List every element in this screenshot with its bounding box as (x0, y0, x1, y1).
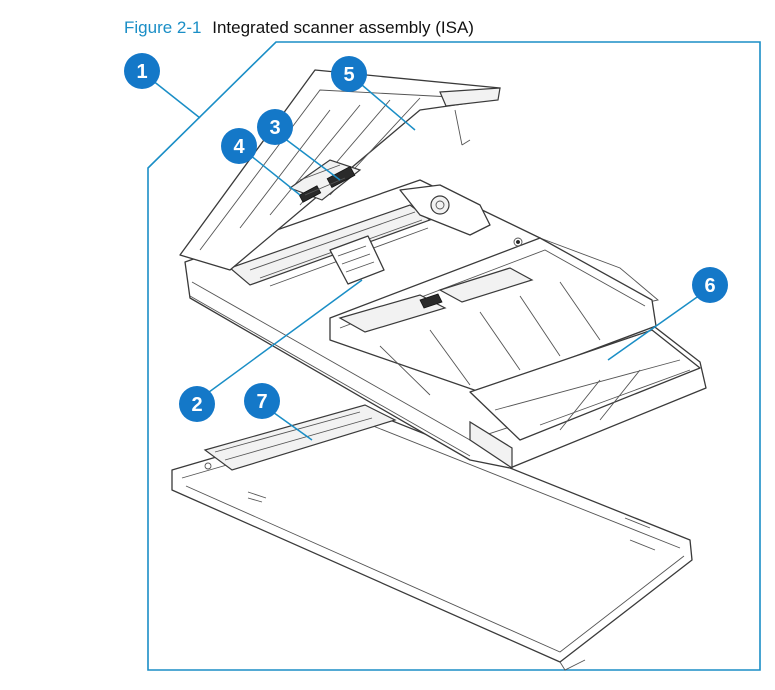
feed-area (228, 204, 432, 287)
svg-text:7: 7 (256, 391, 267, 413)
svg-text:2: 2 (191, 394, 202, 416)
svg-text:4: 4 (233, 136, 245, 158)
callout-3: 3 (257, 109, 293, 145)
svg-text:1: 1 (136, 61, 147, 83)
hinge-mechanism (399, 184, 523, 247)
paper-guides (338, 267, 534, 333)
callout-1: 1 (124, 53, 160, 89)
callout-7: 7 (244, 383, 280, 419)
callout-5: 5 (331, 56, 367, 92)
leader-1 (151, 79, 201, 119)
flatbed-base (171, 404, 693, 671)
svg-text:5: 5 (343, 64, 354, 86)
callout-6: 6 (692, 267, 728, 303)
leader-6 (607, 294, 701, 361)
leader-3 (279, 134, 341, 181)
leader-2 (204, 279, 363, 396)
svg-text:3: 3 (269, 117, 280, 139)
leader-lines (151, 79, 701, 441)
leader-5 (361, 84, 416, 131)
leader-7 (269, 409, 313, 441)
document-tray (329, 237, 701, 441)
callout-4: 4 (221, 128, 257, 164)
figure-frame (147, 41, 761, 671)
leader-4 (249, 154, 301, 196)
figure-title: Integrated scanner assembly (ISA) (212, 18, 474, 37)
figure-caption: Figure 2-1 Integrated scanner assembly (… (124, 18, 474, 38)
figure-number: Figure 2-1 (124, 18, 202, 37)
pickup-rollers (288, 159, 362, 203)
svg-text:6: 6 (704, 275, 715, 297)
callout-2: 2 (179, 386, 215, 422)
